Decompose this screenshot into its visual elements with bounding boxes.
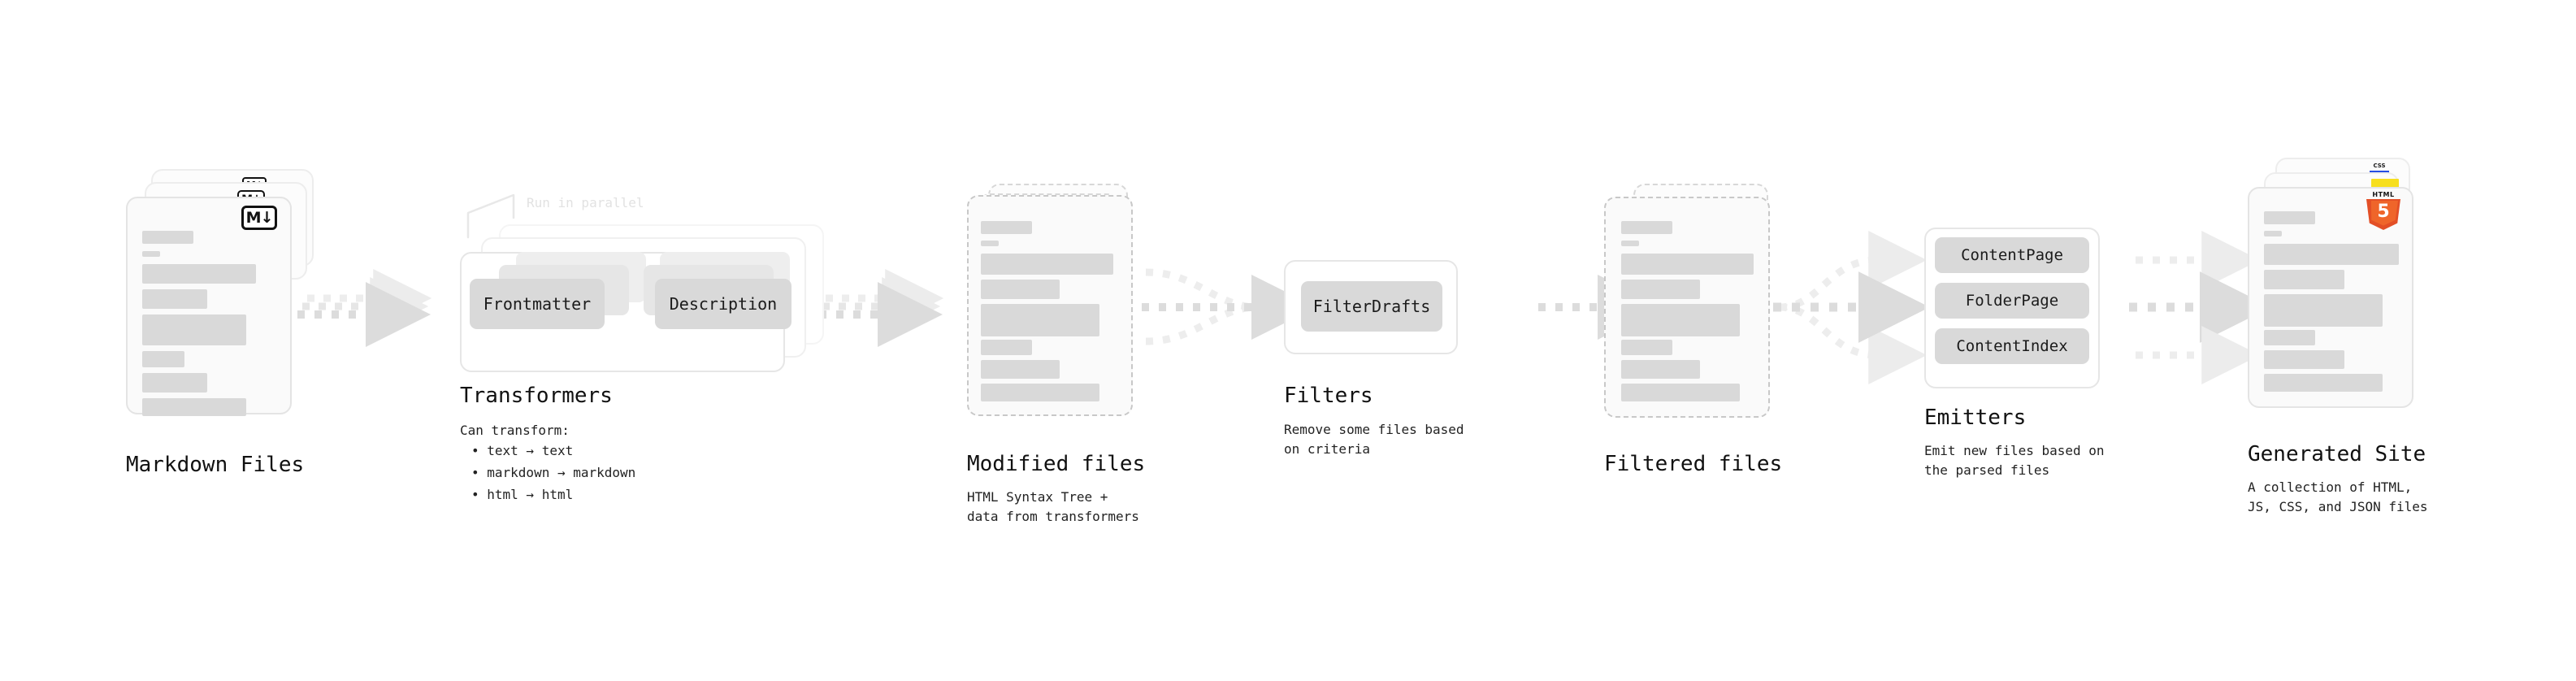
transform-bullet-0: • text → text xyxy=(471,443,574,458)
content-bar xyxy=(981,241,999,246)
transform-bullet-2: • html → html xyxy=(471,487,574,502)
content-bar xyxy=(1621,360,1700,379)
transform-bullet-1: • markdown → markdown xyxy=(471,465,636,480)
content-bar xyxy=(2264,330,2315,345)
content-bar xyxy=(2264,374,2383,392)
connector-modified-to-filters xyxy=(1142,268,1316,345)
stage-title-emitters: Emitters xyxy=(1924,406,2027,430)
content-bar xyxy=(2264,231,2282,236)
content-bar xyxy=(981,304,1099,336)
content-bar xyxy=(981,340,1032,355)
content-bar xyxy=(1621,340,1672,355)
stage-subtitle-emitters: Emit new files based on the parsed files xyxy=(1924,443,2105,478)
content-bar xyxy=(142,251,160,257)
transformer-chip-description[interactable]: Description xyxy=(655,279,791,329)
content-bar xyxy=(142,231,193,244)
content-bar xyxy=(981,254,1113,275)
content-bar xyxy=(2264,211,2315,224)
content-bar xyxy=(2264,270,2344,289)
stage-title-markdown-files: Markdown Files xyxy=(126,453,305,477)
connector-emitters-to-site xyxy=(2129,231,2271,384)
content-bar xyxy=(1621,254,1754,275)
connector-filtered-to-emitters xyxy=(1773,231,1930,384)
html5-wordmark: HTML xyxy=(2372,191,2395,198)
content-bar xyxy=(142,373,207,393)
connector-transformers-to-modified xyxy=(819,269,944,347)
content-bar xyxy=(142,289,207,309)
run-in-parallel-label: Run in parallel xyxy=(527,195,644,210)
stage-title-filtered-files: Filtered files xyxy=(1604,452,1783,476)
content-bar xyxy=(981,384,1099,401)
content-bar xyxy=(1621,280,1700,299)
html5-icon: HTML 5 xyxy=(2366,191,2400,230)
content-bar xyxy=(2264,294,2383,327)
stage-subtitle-generated-site: A collection of HTML, JS, CSS, and JSON … xyxy=(2248,479,2428,514)
transformer-chip-frontmatter[interactable]: Frontmatter xyxy=(470,279,605,329)
content-bar xyxy=(981,280,1060,299)
content-bar xyxy=(981,221,1032,234)
content-bar xyxy=(2264,244,2399,265)
content-bar xyxy=(1621,304,1740,336)
stage-title-modified-files: Modified files xyxy=(967,452,1146,476)
emitter-chip-folderpage[interactable]: FolderPage xyxy=(1935,283,2089,319)
stage-title-transformers: Transformers xyxy=(460,384,613,408)
stage-subtitle-filters: Remove some files based on criteria xyxy=(1284,422,1464,457)
content-bar xyxy=(1621,241,1639,246)
stage-title-filters: Filters xyxy=(1284,384,1373,408)
connector-markdown-to-transformers xyxy=(297,269,432,347)
content-bar xyxy=(142,314,246,345)
emitter-chip-contentpage[interactable]: ContentPage xyxy=(1935,237,2089,273)
stage-subtitle-transformers: Can transform: xyxy=(460,423,570,438)
content-bar xyxy=(142,398,246,416)
content-bar xyxy=(142,264,256,284)
filter-chip-filterdrafts[interactable]: FilterDrafts xyxy=(1301,281,1442,332)
content-bar xyxy=(981,360,1060,379)
content-bar xyxy=(1621,384,1740,401)
content-bar xyxy=(2264,350,2344,369)
markdown-icon: M↓ xyxy=(241,206,277,230)
stage-subtitle-modified-files: HTML Syntax Tree + data from transformer… xyxy=(967,489,1139,524)
emitter-chip-contentindex[interactable]: ContentIndex xyxy=(1935,328,2089,364)
content-bar xyxy=(142,351,184,367)
stage-title-generated-site: Generated Site xyxy=(2248,442,2426,466)
content-bar xyxy=(1621,221,1672,234)
